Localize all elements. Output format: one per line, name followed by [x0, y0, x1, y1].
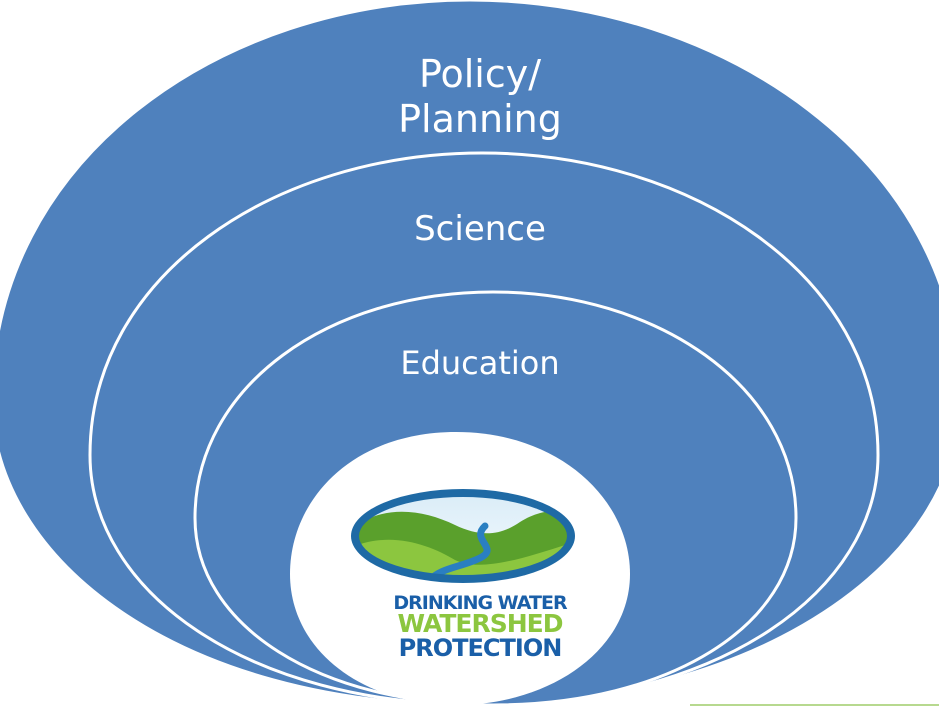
logo-text-protection: PROTECTION — [398, 634, 563, 662]
logo-text-watershed: WATERSHED — [397, 609, 564, 638]
logo-text-drinking-water: DRINKING WATER — [393, 592, 567, 614]
layer-label-science: Science — [414, 209, 546, 249]
layer-label-policy-planning: Policy/ Planning — [398, 52, 562, 141]
watershed-landscape-icon — [351, 489, 575, 583]
layer-label-education: Education — [400, 344, 560, 382]
